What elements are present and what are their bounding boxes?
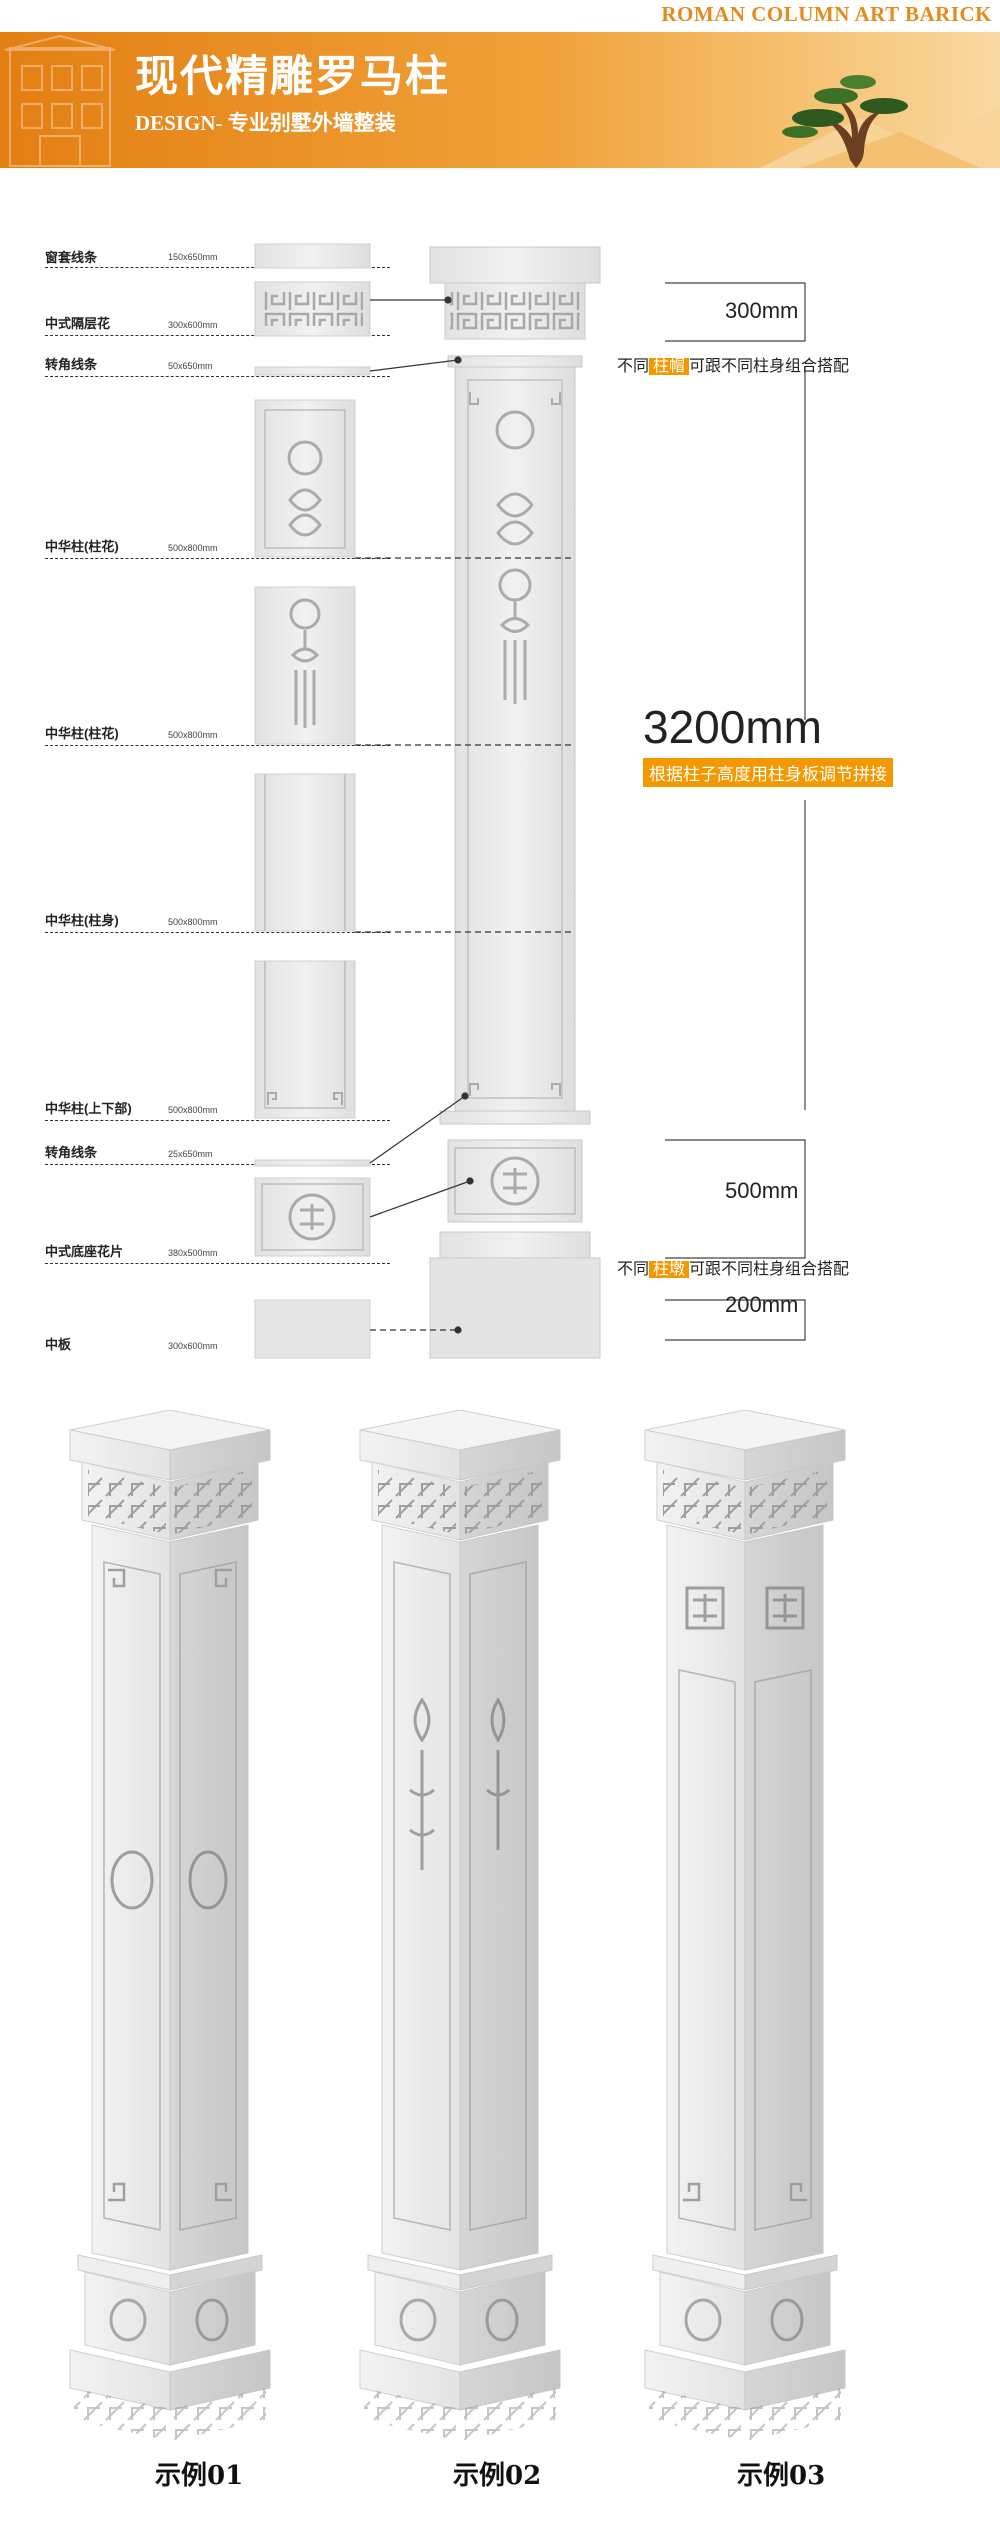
part-label: 中式隔层花 bbox=[45, 316, 111, 331]
round-medallion-icon bbox=[188, 1850, 228, 1910]
lattice-motif-icon bbox=[765, 1586, 805, 1630]
part-divider bbox=[45, 376, 390, 377]
brand-name: ROMAN COLUMN ART BARICK bbox=[661, 2, 992, 26]
part-divider bbox=[45, 932, 390, 933]
cap-note-post: 可跟不同柱身组合搭配 bbox=[689, 358, 850, 375]
base-note-pre: 不同 bbox=[617, 1261, 650, 1278]
cap-note-tag: 柱帽 bbox=[649, 358, 690, 375]
longevity-medallion-icon bbox=[490, 1156, 540, 1206]
part-thumb-top-bottom bbox=[254, 960, 356, 1119]
header-decoration bbox=[4, 34, 1000, 168]
part-thumb-corner-trim-2 bbox=[254, 1159, 371, 1167]
part-size: 25x650mm bbox=[168, 1149, 213, 1159]
part-thumb-middle-board bbox=[254, 1299, 371, 1359]
part-divider bbox=[45, 558, 390, 559]
part-label: 转角线条 bbox=[45, 357, 98, 372]
base-note: 不同柱墩可跟不同柱身组合搭配 bbox=[617, 1255, 849, 1279]
cap-note-pre: 不同 bbox=[617, 358, 650, 375]
part-label: 中式底座花片 bbox=[45, 1244, 124, 1259]
example-column-02 bbox=[358, 1410, 562, 2442]
part-divider bbox=[45, 745, 390, 746]
example-column-03 bbox=[643, 1410, 847, 2442]
part-size: 380x500mm bbox=[168, 1248, 218, 1258]
chinese-knot-icon bbox=[288, 488, 322, 537]
part-divider bbox=[45, 267, 390, 268]
part-size: 150x650mm bbox=[168, 252, 218, 262]
leader-lines bbox=[355, 296, 575, 1334]
part-label: 中华柱(柱身) bbox=[45, 913, 119, 928]
part-divider bbox=[45, 1120, 390, 1121]
part-size: 500x800mm bbox=[168, 543, 218, 553]
dimension-brackets bbox=[665, 282, 806, 1341]
tassel-icon bbox=[290, 630, 320, 728]
base-dimension: 500mm bbox=[725, 1178, 799, 1203]
part-divider bbox=[45, 1164, 390, 1165]
part-size: 500x800mm bbox=[168, 917, 218, 927]
part-thumb-shaft bbox=[254, 773, 356, 932]
part-label: 窗套线条 bbox=[45, 250, 98, 265]
column-plinth bbox=[429, 1257, 601, 1359]
plinth-dimension: 200mm bbox=[725, 1292, 799, 1317]
part-divider bbox=[45, 335, 390, 336]
part-divider bbox=[45, 1263, 390, 1264]
cap-note: 不同柱帽可跟不同柱身组合搭配 bbox=[617, 352, 849, 376]
pine-tree-icon bbox=[782, 75, 908, 168]
part-thumbnails bbox=[254, 243, 371, 1359]
part-label: 中华柱(上下部) bbox=[45, 1101, 132, 1116]
column-plinth-ledge bbox=[439, 1231, 591, 1259]
bat-motif-icon bbox=[495, 410, 535, 450]
base-note-post: 可跟不同柱身组合搭配 bbox=[689, 1261, 850, 1278]
building-illustration bbox=[4, 34, 116, 167]
column-shaft bbox=[454, 366, 576, 1112]
column-base-trim bbox=[439, 1110, 591, 1125]
part-label: 中华柱(柱花) bbox=[45, 539, 119, 554]
cap-dimension: 300mm bbox=[725, 298, 799, 323]
fret-pattern-icon bbox=[450, 292, 580, 330]
bat-motif-icon bbox=[287, 440, 323, 476]
part-size: 500x800mm bbox=[168, 730, 218, 740]
floral-carving-icon bbox=[485, 1697, 511, 1850]
base-note-tag: 柱墩 bbox=[649, 1261, 690, 1278]
column-diagram bbox=[254, 243, 806, 1359]
example-label-01: 示例01 bbox=[155, 2461, 244, 2491]
shaft-note: 根据柱子高度用柱身板调节拼接 bbox=[643, 758, 893, 787]
header-banner: ROMAN COLUMN ART BARICK 现代精雕罗马柱 DESIGN- … bbox=[0, 0, 1000, 168]
example-label-02: 示例02 bbox=[453, 2461, 542, 2491]
part-label: 转角线条 bbox=[45, 1145, 98, 1160]
mountain-illustration bbox=[760, 105, 1000, 168]
tassel-icon bbox=[499, 600, 531, 704]
lattice-motif-icon bbox=[685, 1586, 725, 1630]
round-medallion-icon bbox=[110, 1850, 154, 1910]
coin-motif-icon bbox=[289, 598, 321, 630]
assembled-column bbox=[429, 246, 601, 1359]
part-size: 300x600mm bbox=[168, 320, 218, 330]
part-thumb-flower-1 bbox=[254, 399, 356, 558]
floral-carving-icon bbox=[409, 1697, 435, 1870]
page-title: 现代精雕罗马柱 bbox=[135, 52, 450, 102]
shaft-dimension: 3200mm bbox=[643, 701, 822, 753]
fret-pattern-icon bbox=[262, 292, 363, 326]
column-corner-trim bbox=[447, 355, 583, 368]
page-subtitle: DESIGN- 专业别墅外墙整装 bbox=[135, 111, 396, 135]
example-column-01 bbox=[68, 1410, 272, 2442]
part-thumb-corner-trim bbox=[254, 366, 371, 376]
chinese-knot-icon bbox=[496, 492, 534, 546]
example-columns bbox=[68, 1410, 847, 2442]
part-size: 300x600mm bbox=[168, 1341, 218, 1351]
part-label: 中华柱(柱花) bbox=[45, 726, 119, 741]
part-size: 500x800mm bbox=[168, 1105, 218, 1115]
part-thumb-window-trim bbox=[254, 243, 371, 269]
longevity-medallion-icon bbox=[288, 1193, 336, 1241]
example-label-03: 示例03 bbox=[737, 2461, 826, 2491]
part-size: 50x650mm bbox=[168, 361, 213, 371]
column-cap-top bbox=[429, 246, 601, 284]
part-label: 中板 bbox=[45, 1337, 72, 1352]
